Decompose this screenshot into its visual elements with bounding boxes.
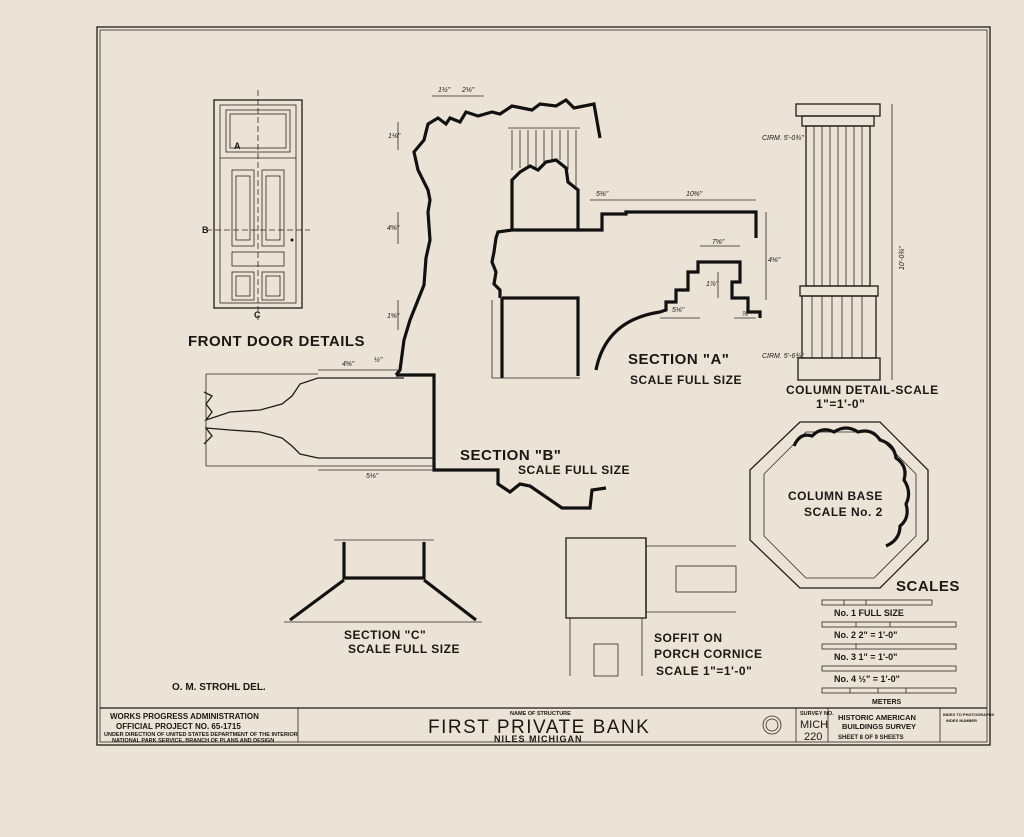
- scale-meters: METERS: [872, 699, 902, 706]
- tb-survey-caption: SURVEY NO.: [800, 711, 834, 717]
- tb-agency-2: OFFICIAL PROJECT NO. 65-1715: [116, 722, 241, 731]
- dim-b2: 5⅛": [366, 473, 379, 480]
- tb-survey-state: MICH: [800, 719, 828, 731]
- graphic-scales: SCALES No. 1 FULL SIZE No. 2 2" = 1'-0" …: [821, 578, 960, 706]
- dim-a10: 5⅛": [672, 307, 685, 314]
- front-door-elevation: A B C: [202, 90, 310, 320]
- dim-a4: 4⅝": [387, 225, 400, 232]
- soffit-title-2: PORCH CORNICE: [654, 647, 763, 661]
- delineator: O. M. STROHL DEL.: [172, 682, 266, 693]
- section-c-profile: [284, 539, 482, 623]
- dim-a2: 2⅛": [461, 87, 475, 94]
- door-mark-a: A: [234, 141, 241, 151]
- column-circ-top: CIRM. 5'-0¾": [762, 135, 804, 142]
- dim-a9: 4⅛": [768, 257, 781, 264]
- tb-habs-2: BUILDINGS SURVEY: [842, 722, 916, 731]
- scale-item-2: No. 2 2" = 1'-0": [834, 630, 897, 640]
- column-circ-bottom: CIRM. 5'-6¾": [762, 353, 804, 360]
- scale-item-4: No. 4 ½" = 1'-0": [834, 674, 900, 684]
- scales-title: SCALES: [896, 578, 960, 595]
- tb-agency-1: WORKS PROGRESS ADMINISTRATION: [110, 712, 259, 721]
- tb-agency-3: UNDER DIRECTION OF UNITED STATES DEPARTM…: [104, 732, 298, 738]
- dim-a1: 1½": [438, 86, 451, 94]
- title-block: WORKS PROGRESS ADMINISTRATION OFFICIAL P…: [100, 707, 995, 744]
- section-c-title: SECTION "C": [344, 628, 426, 642]
- section-a-profile: 1½" 2⅛" 1⅛" 4⅝" 1⅝" 5⅜" 10⅝" 7⅝" 4⅛" 5⅛"…: [387, 86, 781, 379]
- door-mark-c: C: [254, 310, 261, 320]
- tb-structure-caption: NAME OF STRUCTURE: [510, 711, 571, 717]
- soffit-porch-cornice: [565, 537, 737, 677]
- column-height: 10'-0¾": [899, 246, 906, 270]
- column-base-title: COLUMN BASE: [788, 489, 883, 503]
- dim-a11: 1⅞": [706, 281, 719, 288]
- tb-index-2: INDEX NUMBER: [946, 718, 977, 723]
- column-base-plan: [749, 421, 929, 589]
- soffit-title-1: SOFFIT ON: [654, 631, 723, 645]
- tb-index-1: INDEX TO PHOTOGRAPHS: [943, 712, 995, 717]
- tb-structure-name: FIRST PRIVATE BANK: [428, 717, 650, 738]
- section-c-scale: SCALE FULL SIZE: [348, 642, 460, 656]
- column-detail-scale: 1"=1'-0": [816, 397, 865, 411]
- section-a-title: SECTION "A": [628, 351, 729, 368]
- section-b-profile: 4⅝" 5⅛" ½": [203, 356, 607, 510]
- dim-b1: 4⅝": [342, 361, 355, 368]
- section-b-scale: SCALE FULL SIZE: [518, 463, 630, 477]
- column-detail-elevation: CIRM. 5'-0¾" CIRM. 5'-6¾" 10'-0¾": [762, 103, 906, 381]
- dim-a7: 10⅝": [686, 191, 703, 198]
- dim-a3: 1⅛": [388, 133, 401, 140]
- dim-a5: 1⅝": [387, 313, 400, 320]
- front-door-label: FRONT DOOR DETAILS: [188, 333, 365, 350]
- dim-a8: 7⅝": [712, 239, 725, 246]
- section-a-scale: SCALE FULL SIZE: [630, 373, 742, 387]
- dim-a6: 5⅜": [596, 191, 609, 198]
- dim-a12: ⅞": [742, 311, 751, 318]
- section-b-title: SECTION "B": [460, 447, 561, 464]
- scale-item-1: No. 1 FULL SIZE: [834, 608, 904, 618]
- scale-item-3: No. 3 1" = 1'-0": [834, 652, 897, 662]
- tb-location: NILES MICHIGAN: [494, 734, 583, 744]
- column-base-scale: SCALE No. 2: [804, 505, 883, 519]
- tb-habs-1: HISTORIC AMERICAN: [838, 713, 916, 722]
- door-mark-b: B: [202, 225, 209, 235]
- soffit-scale: SCALE 1"=1'-0": [656, 664, 752, 678]
- dim-b3: ½": [374, 356, 383, 364]
- tb-survey-number: 220: [804, 731, 822, 743]
- column-detail-title: COLUMN DETAIL-SCALE: [786, 383, 939, 397]
- sheet-inner-border: [99, 29, 988, 743]
- tb-sheet: SHEET 8 OF 9 SHEETS: [838, 735, 904, 741]
- sheet-border: [96, 26, 991, 746]
- tb-agency-4: NATIONAL PARK SERVICE, BRANCH OF PLANS A…: [112, 738, 274, 744]
